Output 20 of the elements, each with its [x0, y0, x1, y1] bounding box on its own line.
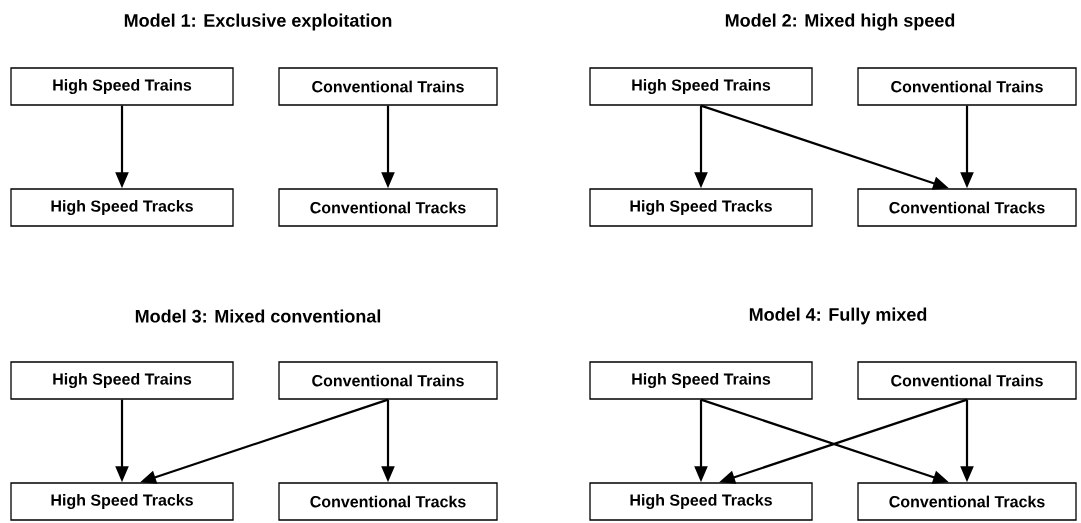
- process-box: Conventional Trains: [857, 361, 1077, 400]
- panel-title: Model 1: Exclusive exploitation: [124, 13, 392, 31]
- process-box: High Speed Tracks: [589, 482, 813, 521]
- process-box: Conventional Tracks: [857, 482, 1077, 521]
- process-box: High Speed Trains: [589, 361, 813, 400]
- process-box: Conventional Trains: [278, 361, 498, 400]
- process-box: High Speed Trains: [10, 67, 234, 106]
- panel-title: Model 3: Mixed conventional: [135, 309, 381, 323]
- process-box: High Speed Tracks: [589, 188, 813, 227]
- process-box: Conventional Tracks: [278, 188, 498, 227]
- process-box: Conventional Trains: [857, 67, 1077, 106]
- process-box: Conventional Trains: [278, 67, 498, 106]
- process-box: High Speed Trains: [10, 361, 234, 400]
- process-box: High Speed Tracks: [10, 482, 234, 521]
- process-box: High Speed Trains: [589, 67, 813, 106]
- process-box: Conventional Tracks: [278, 482, 498, 521]
- process-box: High Speed Tracks: [10, 188, 234, 227]
- process-box: Conventional Tracks: [857, 188, 1077, 227]
- panel-title: Model 4: Fully mixed: [749, 307, 927, 325]
- panel-title: Model 2: Mixed high speed: [725, 13, 955, 31]
